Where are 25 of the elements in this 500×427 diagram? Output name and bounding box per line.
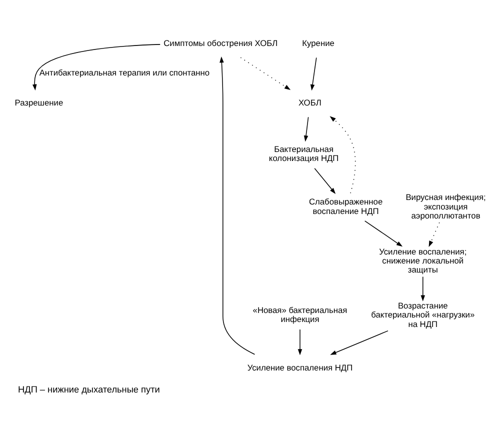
arrow bbox=[298, 328, 302, 355]
node-text: Бактериальная колонизация НДП bbox=[268, 144, 339, 163]
node-text: Разрешение bbox=[14, 96, 64, 107]
node-text: «Новая» бактериальная инфекция bbox=[252, 304, 348, 324]
caption: НДП – нижние дыхательные пути bbox=[18, 384, 160, 394]
node-text: Усиление воспаления; снижение локальной защиты bbox=[379, 246, 467, 274]
arrow bbox=[304, 116, 309, 142]
node-text: Возрастание бактериальной «нагрузки» на НДП bbox=[371, 300, 475, 328]
arrow bbox=[240, 56, 291, 90]
arrow bbox=[420, 276, 426, 301]
arrow bbox=[314, 168, 336, 194]
arrow bbox=[428, 222, 440, 247]
arrow bbox=[310, 56, 317, 90]
node-text: Курение bbox=[302, 37, 334, 48]
arrow bbox=[32, 44, 160, 90]
node-text: ХОБЛ bbox=[298, 96, 322, 107]
arrow bbox=[220, 56, 256, 354]
node-text: Слабовыраженное воспаление НДП bbox=[308, 196, 383, 216]
edge-label: Антибактериальная терапия или спонтанно bbox=[39, 67, 210, 78]
node-text: Усиление воспаления НДП bbox=[247, 362, 353, 372]
node-text: Симптомы обострения ХОБЛ bbox=[164, 37, 278, 48]
arrow bbox=[330, 116, 356, 194]
arrow bbox=[330, 330, 388, 354]
node-text: Вирусная инфекция; экспозиция аэрополлютантов bbox=[406, 192, 486, 220]
arrow bbox=[364, 220, 403, 246]
